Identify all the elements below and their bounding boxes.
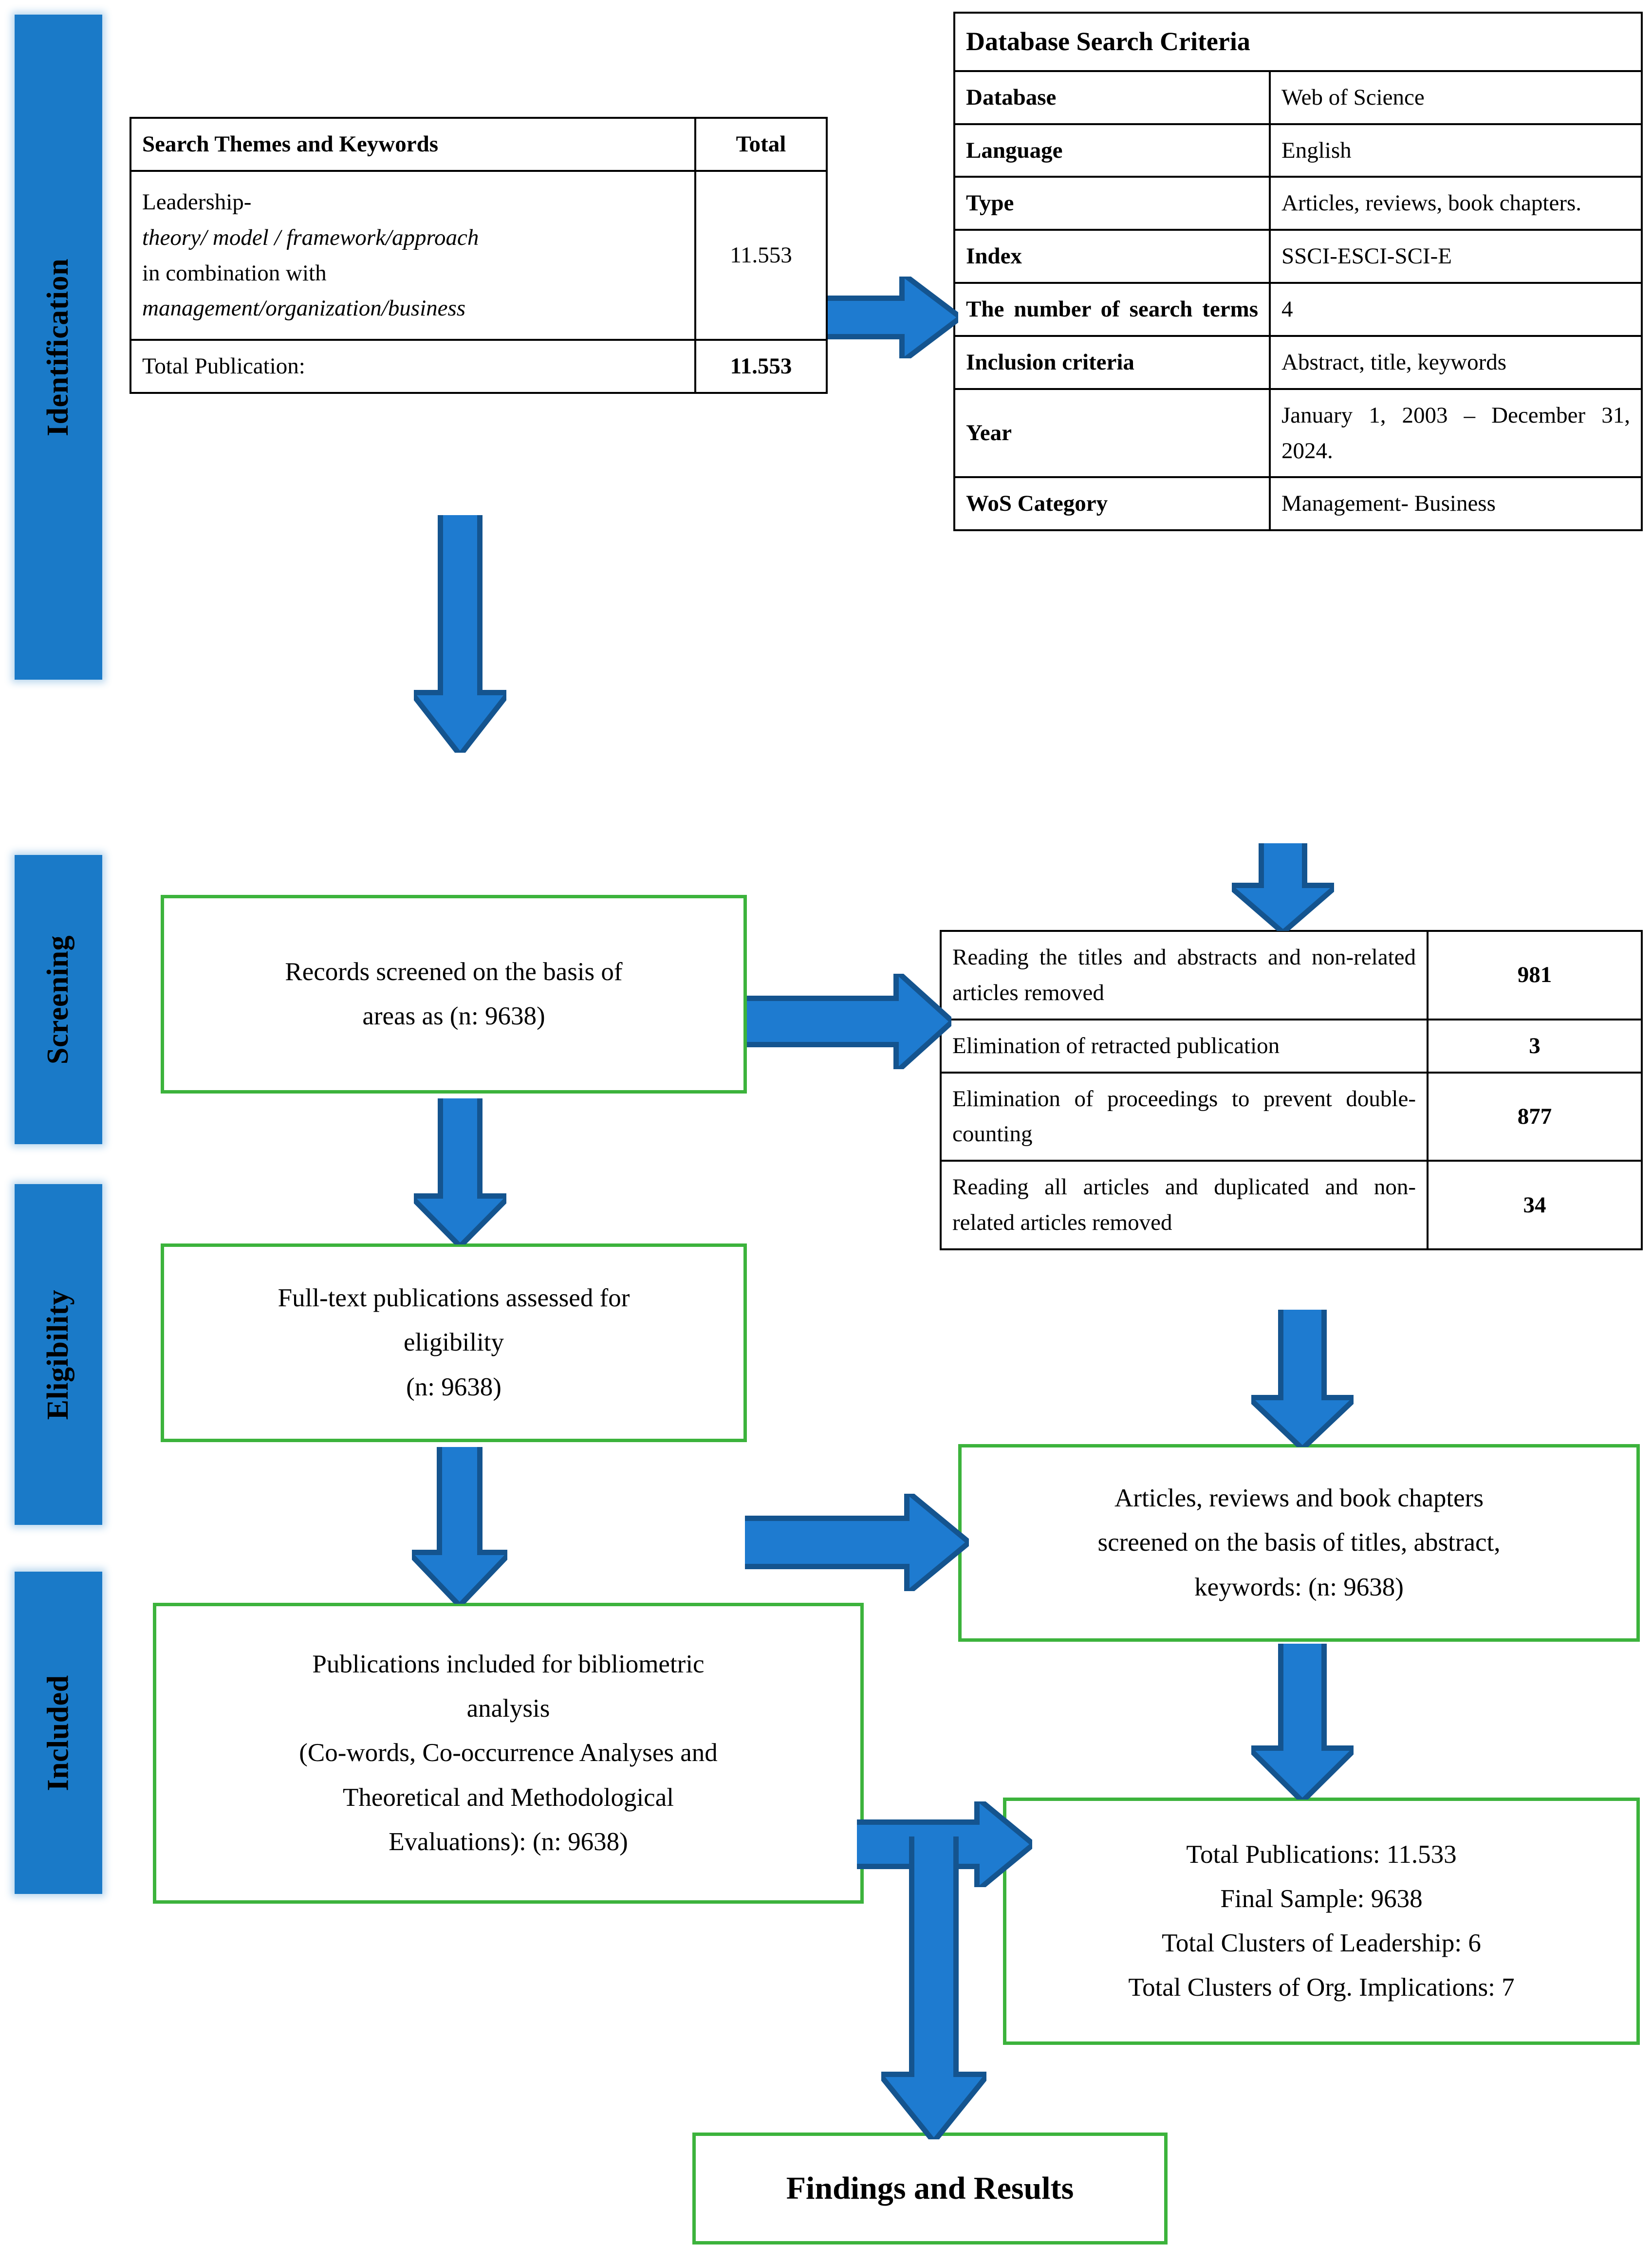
arrow-exclusion-to-articles — [1251, 1310, 1354, 1447]
search-themes-header: Search Themes and Keywords — [130, 117, 696, 172]
findings-and-results-box: Findings and Results — [692, 2133, 1168, 2244]
criteria-value-index: SSCI-ESCI-SCI-E — [1269, 229, 1643, 284]
criteria-label-type: Type — [953, 176, 1271, 231]
keyword-line-3: in combination with — [142, 260, 327, 286]
summary-line-total-publications: Total Publications: 11.533 — [1186, 1840, 1457, 1869]
keyword-line-2: theory/ model / framework/approach — [142, 224, 479, 250]
exclusion-count-4: 34 — [1427, 1160, 1643, 1250]
stage-label-eligibility: Eligibility — [41, 1289, 75, 1420]
table-row: The number of search terms 4 — [953, 282, 1643, 337]
criteria-value-wos-category: Management- Business — [1269, 476, 1643, 532]
exclusion-reason-4: Reading all articles and duplicated and … — [940, 1160, 1429, 1250]
table-row: Elimination of retracted publication 3 — [940, 1018, 1643, 1074]
full-text-line-3: (n: 9638) — [406, 1373, 501, 1401]
criteria-value-type: Articles, reviews, book chapters. — [1269, 176, 1643, 231]
exclusion-reason-1: Reading the titles and abstracts and non… — [940, 930, 1429, 1020]
articles-screened-line-2: screened on the basis of titles, abstrac… — [1097, 1528, 1501, 1557]
publications-included-line-4: Theoretical and Methodological — [343, 1783, 674, 1812]
criteria-label-wos-category: WoS Category — [953, 476, 1271, 532]
exclusion-count-3: 877 — [1427, 1071, 1643, 1162]
table-row: Reading the titles and abstracts and non… — [940, 930, 1643, 1020]
publications-included-line-1: Publications included for bibliometric — [312, 1650, 705, 1679]
stage-bar-included: Included — [15, 1572, 102, 1894]
exclusion-reason-2: Elimination of retracted publication — [940, 1018, 1429, 1074]
stage-label-identification: Identification — [41, 258, 75, 436]
records-screened-line-2: areas as (n: 9638) — [362, 1002, 545, 1030]
keyword-total-cell: 11.553 — [694, 169, 828, 341]
stage-bar-identification: Identification — [15, 15, 102, 680]
full-text-line-2: eligibility — [403, 1328, 504, 1357]
arrow-fulltext-to-articles — [745, 1494, 969, 1591]
stage-label-screening: Screening — [41, 935, 75, 1064]
table-row: Reading all articles and duplicated and … — [940, 1160, 1643, 1250]
table-row: Leadership- theory/ model / framework/ap… — [130, 169, 828, 341]
table-row: Index SSCI-ESCI-SCI-E — [953, 229, 1643, 284]
arrow-screened-to-fulltext — [414, 1098, 506, 1244]
table-row: Year January 1, 2003 – December 31, 2024… — [953, 388, 1643, 479]
summary-line-clusters-org-implications: Total Clusters of Org. Implications: 7 — [1128, 1973, 1515, 2002]
table-row: Database Search Criteria — [953, 12, 1643, 72]
stage-bar-screening: Screening — [15, 855, 102, 1144]
publications-included-line-3: (Co-words, Co-occurrence Analyses and — [299, 1739, 718, 1767]
table-row: Elimination of proceedings to prevent do… — [940, 1071, 1643, 1162]
keyword-line-1: Leadership- — [142, 189, 252, 215]
summary-line-clusters-leadership: Total Clusters of Leadership: 6 — [1162, 1929, 1481, 1957]
stage-label-included: Included — [41, 1674, 75, 1791]
articles-screened-box: Articles, reviews and book chapters scre… — [958, 1444, 1640, 1642]
exclusion-reason-3: Elimination of proceedings to prevent do… — [940, 1071, 1429, 1162]
criteria-label-index: Index — [953, 229, 1271, 284]
criteria-value-inclusion: Abstract, title, keywords — [1269, 334, 1643, 390]
records-screened-line-1: Records screened on the basis of — [285, 957, 623, 986]
table-row: Search Themes and Keywords Total — [130, 117, 828, 172]
keyword-line-4: management/organization/business — [142, 296, 466, 321]
summary-line-final-sample: Final Sample: 9638 — [1220, 1884, 1423, 1913]
full-text-box: Full-text publications assessed for elig… — [161, 1243, 747, 1442]
exclusion-count-1: 981 — [1427, 930, 1643, 1020]
arrow-screened-to-exclusion — [747, 974, 951, 1069]
total-header: Total — [694, 117, 828, 172]
arrow-fulltext-to-included — [412, 1447, 507, 1604]
total-publication-value: 11.553 — [694, 339, 828, 394]
criteria-value-language: English — [1269, 123, 1643, 178]
table-row: Database Web of Science — [953, 70, 1643, 125]
keywords-cell: Leadership- theory/ model / framework/ap… — [130, 169, 696, 341]
criteria-label-year: Year — [953, 388, 1271, 479]
arrow-identification-to-screening — [414, 515, 506, 753]
records-screened-box: Records screened on the basis of areas a… — [161, 895, 747, 1094]
arrow-articles-to-summary — [1251, 1644, 1354, 1799]
arrow-summary-to-findings — [881, 1836, 986, 2139]
publications-included-line-2: analysis — [466, 1694, 550, 1723]
criteria-value-database: Web of Science — [1269, 70, 1643, 125]
publications-included-box: Publications included for bibliometric a… — [153, 1603, 864, 1904]
criteria-label-inclusion: Inclusion criteria — [953, 334, 1271, 390]
criteria-value-search-terms: 4 — [1269, 282, 1643, 337]
criteria-label-search-terms: The number of search terms — [953, 282, 1271, 337]
criteria-value-year: January 1, 2003 – December 31, 2024. — [1269, 388, 1643, 479]
arrow-criteria-to-exclusion — [1232, 843, 1334, 931]
exclusion-count-2: 3 — [1427, 1018, 1643, 1074]
criteria-label-database: Database — [953, 70, 1271, 125]
table-row: Total Publication: 11.553 — [130, 339, 828, 394]
summary-box: Total Publications: 11.533 Final Sample:… — [1003, 1798, 1640, 2045]
findings-and-results-label: Findings and Results — [786, 2170, 1074, 2207]
full-text-line-1: Full-text publications assessed for — [278, 1284, 630, 1313]
articles-screened-line-3: keywords: (n: 9638) — [1194, 1573, 1404, 1601]
criteria-title: Database Search Criteria — [953, 12, 1643, 72]
exclusion-reasons-table: Reading the titles and abstracts and non… — [940, 930, 1643, 1250]
table-row: Language English — [953, 123, 1643, 178]
stage-bar-eligibility: Eligibility — [15, 1184, 102, 1525]
table-row: Inclusion criteria Abstract, title, keyw… — [953, 334, 1643, 390]
articles-screened-line-1: Articles, reviews and book chapters — [1114, 1484, 1484, 1513]
table-row: WoS Category Management- Business — [953, 476, 1643, 532]
total-publication-label: Total Publication: — [130, 339, 696, 394]
database-search-criteria-table: Database Search Criteria Database Web of… — [953, 12, 1643, 532]
table-row: Type Articles, reviews, book chapters. — [953, 176, 1643, 231]
arrow-identification-to-criteria — [828, 277, 958, 358]
criteria-label-language: Language — [953, 123, 1271, 178]
publications-included-line-5: Evaluations): (n: 9638) — [389, 1827, 628, 1856]
search-themes-table: Search Themes and Keywords Total Leaders… — [130, 117, 828, 394]
